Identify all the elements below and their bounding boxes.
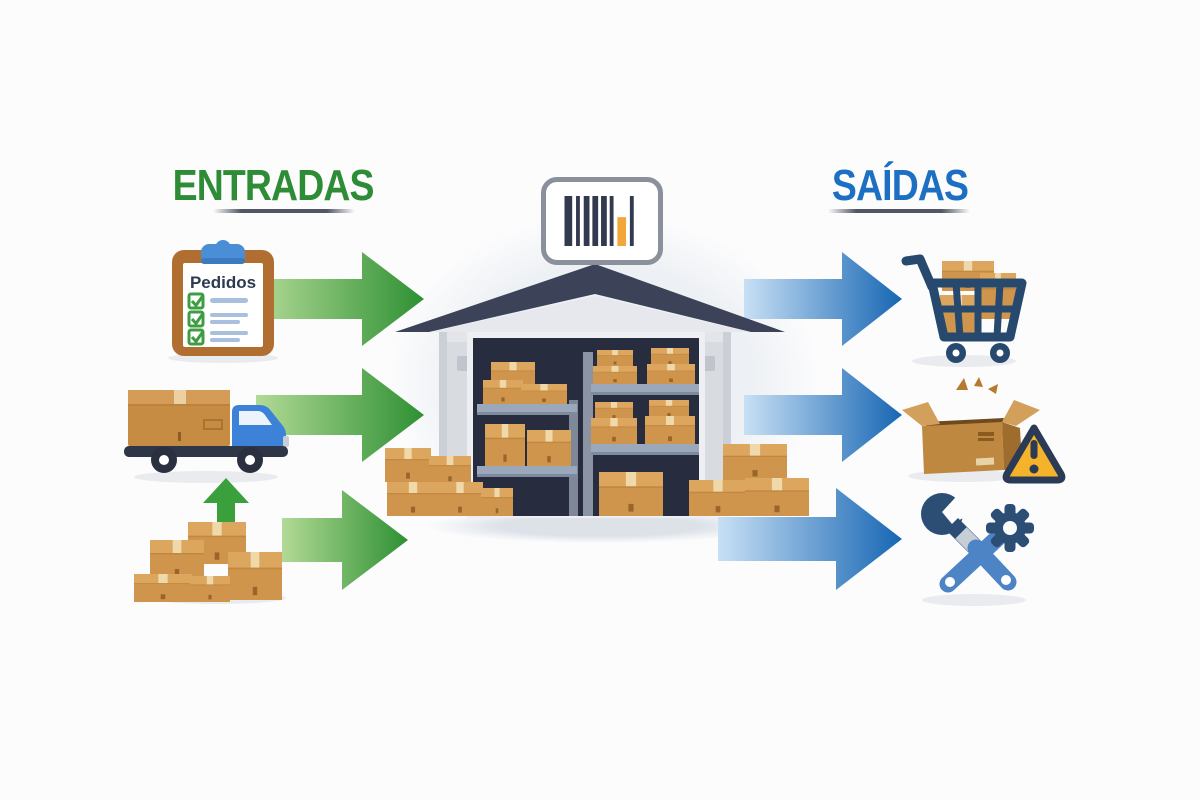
outbound-arrow-middle — [744, 368, 902, 462]
entries-underline — [213, 209, 355, 213]
warehouse-icon — [385, 264, 809, 518]
damaged-box-warning-icon — [902, 377, 1066, 484]
shopping-cart-icon — [901, 254, 1027, 367]
barcode-icon — [541, 177, 663, 265]
inbound-arrow-middle — [256, 368, 424, 462]
clipboard-checklist — [187, 292, 248, 346]
warning-triangle-icon — [1002, 424, 1066, 484]
clipboard-label: Pedidos — [190, 273, 256, 292]
exits-title: SAÍDAS — [831, 161, 969, 210]
delivery-truck-icon — [124, 390, 289, 483]
outbound-arrow-top — [744, 252, 902, 346]
up-arrow-icon — [203, 478, 249, 526]
inbound-arrow-top — [256, 252, 424, 346]
maintenance-tools-icon — [921, 486, 1034, 606]
incoming-boxes-icon — [134, 478, 286, 604]
gear-icon — [986, 504, 1034, 552]
exits-underline — [828, 209, 970, 213]
orders-clipboard-icon: Pedidos — [168, 240, 278, 363]
outbound-arrow-bottom — [718, 488, 902, 590]
inbound-arrow-bottom — [282, 490, 408, 590]
warehouse-shelves — [477, 348, 699, 516]
entries-title: ENTRADAS — [172, 161, 375, 210]
